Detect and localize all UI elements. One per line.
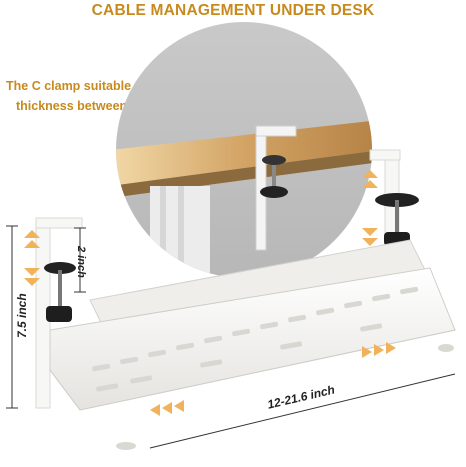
- tray-height-label: 7.5 inch: [15, 293, 29, 338]
- product-title: CABLE MANAGEMENT UNDER DESK: [91, 2, 375, 19]
- clamp-detail-circle: [116, 22, 372, 278]
- measurement-lines: [6, 225, 456, 449]
- clamp-height-label: 2 inch: [75, 246, 87, 278]
- cable-tray: [49, 239, 456, 450]
- left-c-clamp: [24, 217, 83, 409]
